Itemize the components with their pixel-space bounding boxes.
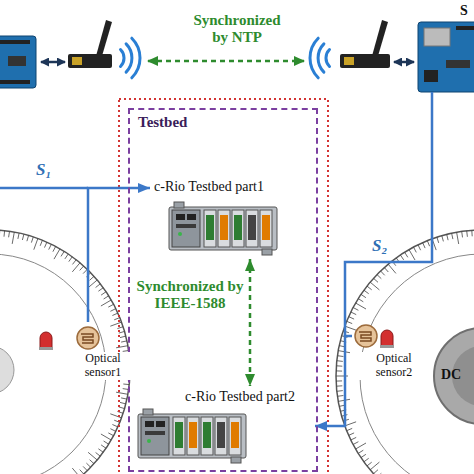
link-arrow — [41, 61, 65, 64]
photoresistor-icon — [76, 326, 100, 350]
crio-device: c-Rio Testbed part1 — [150, 179, 315, 259]
sync-arrow — [148, 60, 304, 63]
arduino-board — [418, 22, 474, 92]
radio-module — [340, 20, 390, 68]
node-label: Testbed — [138, 114, 187, 131]
motor-label: DC — [441, 367, 461, 383]
optical-sensor: Optical sensor2 — [352, 320, 432, 382]
signal-wire — [345, 92, 432, 336]
crio-device: c-Rio Testbed part2 — [135, 386, 315, 466]
led — [380, 330, 394, 348]
right-protractor — [336, 230, 474, 474]
node-label: c-Rio Testbed part1 — [154, 179, 264, 195]
node-label: Optical sensor1 — [72, 352, 134, 380]
cropped-label: S — [460, 3, 468, 19]
sync-arrow — [249, 259, 252, 386]
crio-chassis — [168, 201, 278, 256]
crio-chassis — [137, 408, 247, 464]
led — [39, 332, 53, 350]
signal-arrow — [88, 188, 150, 322]
protractor-ticks — [336, 230, 474, 474]
link-arrow — [394, 61, 414, 64]
node-label: Optical sensor2 — [358, 352, 430, 380]
optical-sensor: Optical sensor1 — [72, 322, 138, 384]
arduino-board — [0, 36, 36, 88]
signal-wire — [0, 187, 88, 190]
edge-label: Synchronized by IEEE-1588 — [136, 278, 244, 313]
edge-label: S₁ — [36, 160, 51, 180]
radio-module — [68, 20, 112, 68]
signal-arrow — [315, 336, 352, 426]
sync-label: Synchronized by NTP — [185, 12, 289, 47]
node-label: c-Rio Testbed part2 — [185, 389, 295, 405]
photoresistor-icon — [354, 324, 378, 348]
testbed-frame — [119, 99, 328, 474]
edge-label: S₂ — [372, 236, 387, 256]
